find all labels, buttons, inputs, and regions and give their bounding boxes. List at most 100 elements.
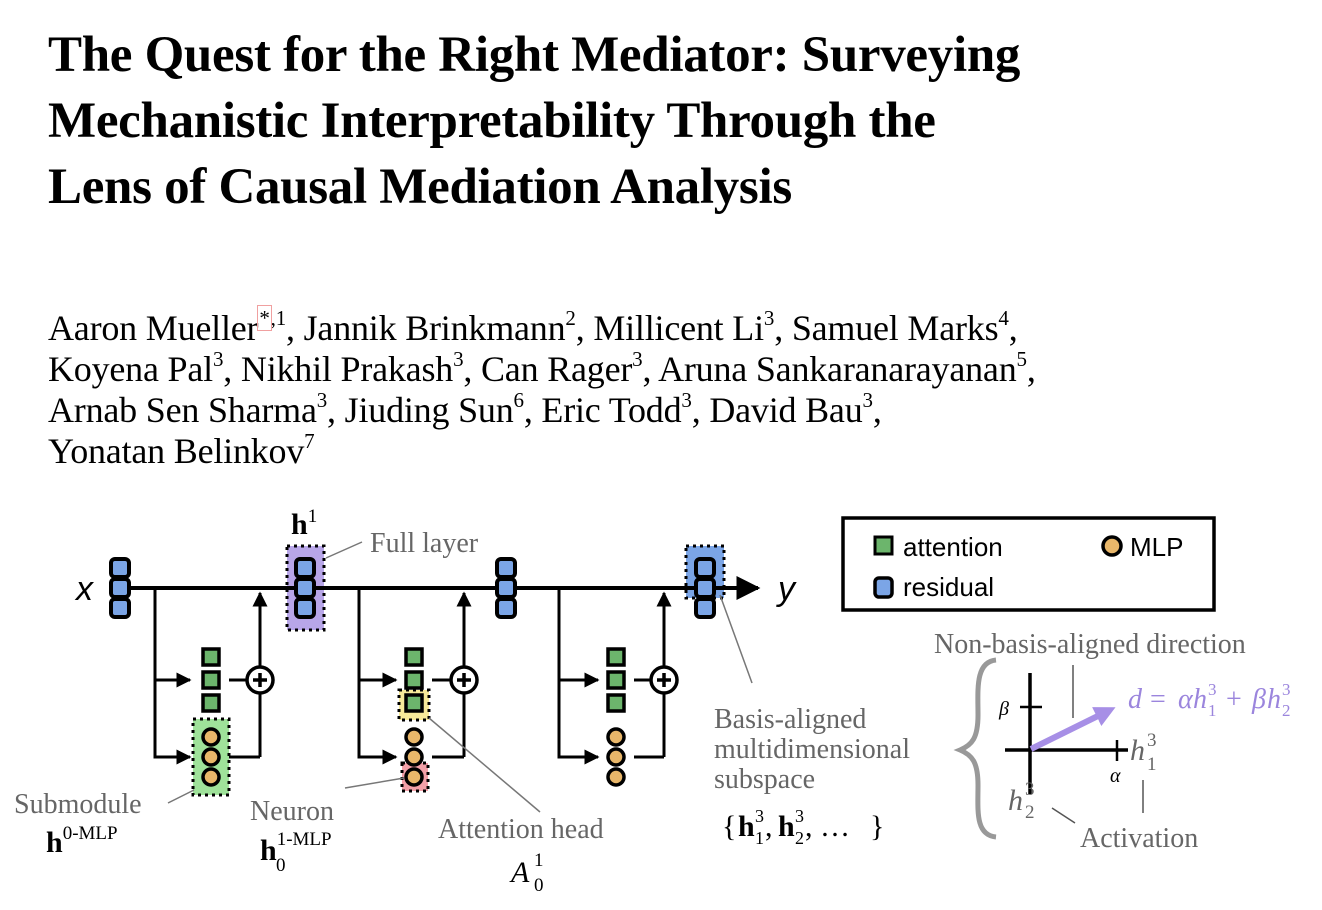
author-line: Koyena Pal3, Nikhil Prakash3, Can Rager3…	[48, 349, 1308, 390]
author-list: Aaron Mueller*,1, Jannik Brinkmann2, Mil…	[48, 305, 1308, 472]
neuron-symbol: h1-MLP	[260, 829, 332, 867]
sum-node	[245, 665, 275, 695]
svg-text:3: 3	[1025, 779, 1035, 800]
alpha-tick-label: α	[1110, 765, 1121, 787]
author: Jannik Brinkmann2,	[303, 306, 594, 349]
svg-text:,: ,	[765, 810, 773, 843]
svg-text:…: …	[820, 810, 850, 843]
svg-text:2: 2	[795, 828, 804, 848]
author-affiliation: 6	[513, 388, 525, 412]
attention-head-unit	[404, 670, 424, 690]
attention-layer-1	[404, 647, 424, 713]
legend-residual-label: residual	[903, 572, 994, 602]
mlp-layer-0	[201, 727, 221, 787]
legend-mlp-label: MLP	[1130, 532, 1183, 562]
mlp-neuron	[404, 747, 424, 767]
direction-equation: d = α h 3 1 + β h 3 2	[1128, 680, 1291, 720]
author: Samuel Marks4,	[791, 306, 1018, 349]
author-name: Samuel Marks	[791, 308, 999, 348]
author-name: Can Rager	[481, 349, 633, 389]
beta-tick-label: β	[998, 698, 1009, 720]
input-residual	[109, 557, 131, 619]
author-name: Nikhil Prakash	[240, 349, 454, 389]
full-layer-leader	[325, 541, 363, 559]
svg-text:h: h	[1267, 684, 1281, 715]
sum-node	[449, 665, 479, 695]
corresponding-author-marker[interactable]: *	[257, 305, 272, 331]
author-affiliation: 2	[565, 306, 576, 330]
author-affiliation: 5	[1016, 347, 1028, 371]
svg-text:2: 2	[1025, 802, 1035, 823]
mlp-layer-1	[404, 727, 424, 787]
mlp-neuron	[404, 727, 424, 747]
legend-mlp-swatch	[1101, 535, 1123, 557]
input-label: x	[74, 570, 94, 608]
svg-text:2: 2	[1282, 701, 1291, 720]
author-name: Jiuding Sun	[344, 390, 514, 430]
svg-text:h: h	[1130, 734, 1145, 767]
layer-block-1	[357, 588, 472, 765]
mlp-layer-2	[606, 727, 626, 787]
residual-unit	[495, 557, 517, 579]
author-name: Aaron Mueller	[48, 308, 259, 348]
svg-text:}: }	[870, 810, 884, 843]
author-name: Jannik Brinkmann	[303, 308, 566, 348]
author-affiliation: 3	[316, 388, 328, 412]
mlp-neuron	[201, 747, 221, 767]
submodule-label: Submodule	[14, 789, 142, 820]
svg-text:=: =	[1150, 684, 1166, 715]
author-name: Millicent Li	[593, 308, 764, 348]
layer-block-2	[557, 588, 672, 765]
residual-unit	[495, 577, 517, 599]
legend-frame	[841, 516, 1216, 612]
subspace-leader	[719, 594, 753, 684]
mlp-neuron	[201, 727, 221, 747]
svg-text:1: 1	[1208, 701, 1217, 720]
residual-unit	[694, 597, 716, 619]
author-name: Eric Todd	[541, 390, 682, 430]
attention-head-unit	[404, 647, 424, 667]
author: Jiuding Sun6,	[344, 388, 542, 431]
output-label: y	[776, 570, 797, 608]
mlp-neuron	[201, 767, 221, 787]
residual-unit	[109, 577, 131, 599]
author-line: Arnab Sen Sharma3, Jiuding Sun6, Eric To…	[48, 390, 1308, 431]
residual-unit	[694, 557, 716, 579]
legend-attention-swatch	[873, 535, 894, 556]
curly-brace	[953, 657, 997, 840]
svg-text:h: h	[1008, 784, 1023, 817]
attention-head-symbol: A	[509, 856, 530, 889]
attention-head-unit	[201, 670, 221, 690]
author-name: Aruna Sankaranarayanan	[658, 349, 1017, 389]
author-affiliation: 3	[862, 388, 874, 412]
attention-head-superscript: 1	[534, 850, 544, 871]
y-axis-label: h 3 2	[1008, 779, 1035, 823]
author-line: Yonatan Belinkov7	[48, 431, 1308, 472]
svg-text:+: +	[1226, 684, 1242, 715]
mlp-neuron	[606, 727, 626, 747]
title-line: The Quest for the Right Mediator: Survey…	[48, 27, 1021, 83]
neuron-label: Neuron	[250, 796, 334, 827]
svg-text:{: {	[722, 810, 736, 843]
author-affiliation: *,1	[257, 305, 286, 331]
author-affiliation: 3	[763, 306, 775, 330]
svg-text:3: 3	[795, 806, 804, 826]
activation-label: Activation	[1080, 823, 1198, 854]
svg-text:d: d	[1128, 684, 1143, 715]
attention-head-unit	[201, 693, 221, 713]
x-axis-label: h 3 1	[1130, 730, 1157, 775]
attention-head-unit	[201, 647, 221, 667]
attention-head-subscript: 0	[534, 875, 544, 896]
output-residual	[694, 557, 716, 619]
attention-head-unit	[606, 647, 626, 667]
paper-title: The Quest for the Right Mediator: Survey…	[48, 22, 1248, 220]
svg-text:,: ,	[805, 810, 813, 843]
attention-head-label: Attention head	[438, 814, 604, 845]
subspace-label: Basis-aligned multidimensional subspace	[714, 704, 917, 795]
author-affiliation: 3	[632, 347, 643, 371]
neuron-subscript: 0	[276, 855, 286, 876]
mlp-neuron	[606, 747, 626, 767]
svg-text:h: h	[1193, 684, 1207, 715]
author: David Bau3,	[709, 388, 882, 431]
legend-residual-swatch	[873, 576, 894, 599]
